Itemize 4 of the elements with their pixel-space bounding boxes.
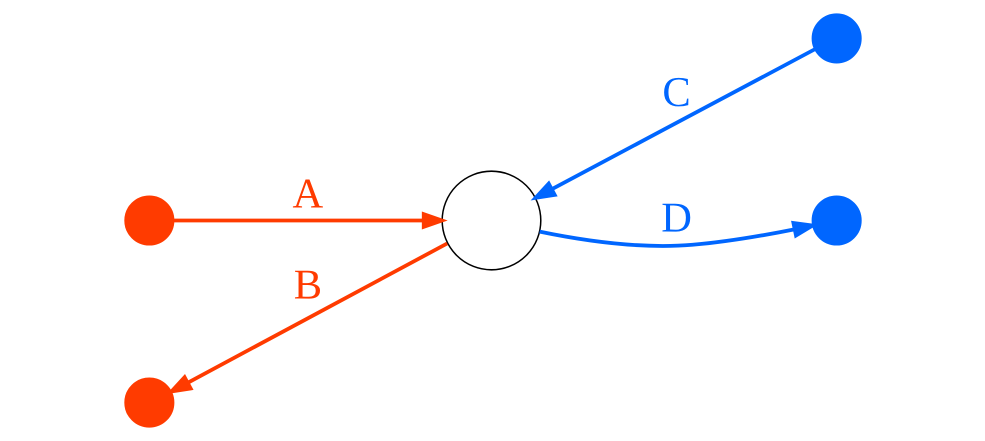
edge-label: B: [293, 261, 322, 308]
edge-label: D: [660, 194, 692, 242]
edge-label: A: [292, 170, 323, 218]
edge-label: C: [662, 68, 690, 116]
